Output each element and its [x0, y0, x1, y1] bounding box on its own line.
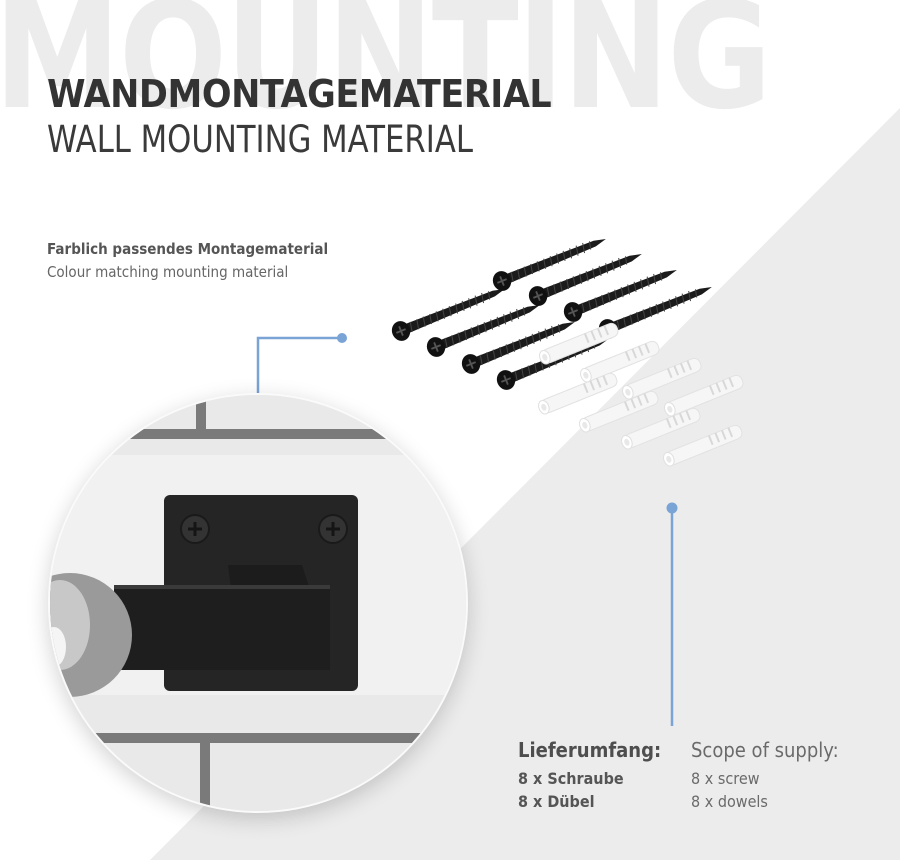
page-title-german: WANDMONTAGEMATERIAL: [47, 72, 552, 116]
watermark-text: MOUNTING: [0, 0, 772, 142]
description-german: Farblich passendes Montagematerial: [47, 240, 329, 258]
supply-heading-german: Lieferumfang:: [518, 738, 662, 762]
page-title-english: WALL MOUNTING MATERIAL: [47, 118, 473, 161]
supply-item-english: 8 x dowels: [691, 792, 768, 811]
supply-item-english: 8 x screw: [691, 769, 760, 788]
bracket-detail-image: [48, 393, 468, 813]
supply-item-german: 8 x Dübel: [518, 792, 595, 811]
supply-english: Scope of supply: 8 x screw 8 x dowels: [691, 738, 855, 811]
description-english: Colour matching mounting material: [47, 263, 289, 281]
description-block: Farblich passendes Montagematerial Colou…: [47, 240, 359, 281]
callout-line-top: [256, 333, 347, 394]
supply-german: Lieferumfang: 8 x Schraube 8 x Dübel: [518, 738, 677, 811]
supply-item-german: 8 x Schraube: [518, 769, 624, 788]
callout-line-bottom: [666, 502, 678, 726]
screws-and-dowels-illustration: [388, 230, 746, 469]
supply-heading-english: Scope of supply:: [691, 738, 839, 762]
bracket-photo-illustration: [50, 395, 466, 811]
